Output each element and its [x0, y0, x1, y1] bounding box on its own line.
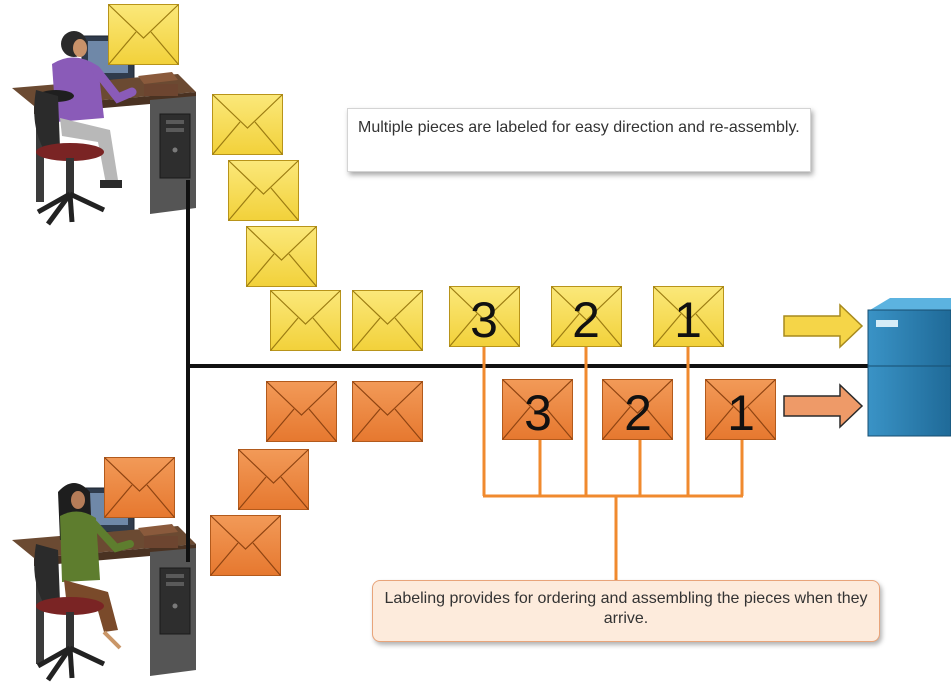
yellow-envelopes	[107, 3, 725, 352]
man-at-computer-icon	[12, 31, 196, 226]
server-icon	[867, 298, 951, 437]
orange-label-2: 2	[624, 385, 652, 441]
envelope-icon	[211, 93, 284, 156]
yellow-label-3: 3	[470, 292, 498, 348]
envelope-icon	[103, 456, 176, 519]
orange-label-3: 3	[524, 385, 552, 441]
right-arrow-icon	[783, 383, 864, 429]
right-arrow-icon	[783, 303, 864, 349]
orange-bracket	[482, 340, 744, 580]
callout-ordering: Labeling provides for ordering and assem…	[372, 580, 880, 642]
yellow-label-2: 2	[572, 292, 600, 348]
envelope-icon	[269, 289, 342, 352]
envelope-icon	[237, 448, 310, 511]
envelope-icon	[265, 380, 338, 443]
envelope-icon	[351, 289, 424, 352]
envelope-icon	[209, 514, 282, 577]
envelope-icon	[351, 380, 424, 443]
yellow-label-1: 1	[674, 292, 702, 348]
orange-envelopes	[103, 378, 777, 577]
envelope-icon	[245, 225, 318, 288]
callout-labeled-pieces: Multiple pieces are labeled for easy dir…	[347, 108, 811, 172]
envelope-icon	[107, 3, 180, 66]
orange-label-1: 1	[727, 385, 755, 441]
envelope-icon	[227, 159, 300, 222]
